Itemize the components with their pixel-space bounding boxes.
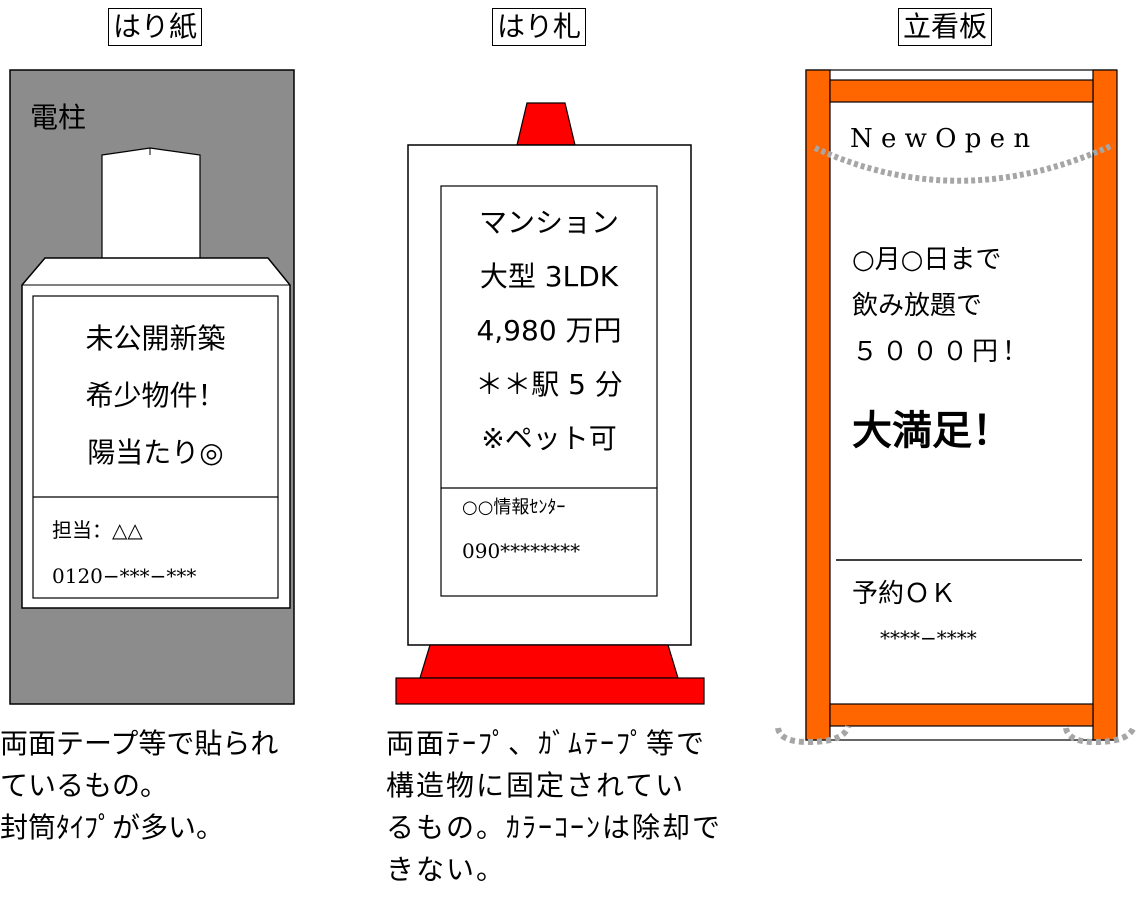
board-headline: N e w O p e n	[850, 124, 1031, 154]
harifuda-caption-line-1: 両面ﾃｰﾌﾟ、ｶﾞﾑﾃｰﾌﾟ等で	[386, 727, 707, 760]
board-line-2: 飲み放題で	[852, 291, 983, 321]
board-reserve-label: 予約ＯＫ	[852, 579, 957, 609]
board-main-text: ○月○日まで 飲み放題で ５０００円！	[852, 237, 1032, 375]
cone-top	[516, 102, 576, 146]
harigami-caption-line-1: 両面テープ等で貼られ	[0, 727, 279, 760]
harifuda-contact-phone: 090********	[462, 539, 581, 563]
harigami-caption-line-2: ているもの。	[0, 769, 169, 802]
harigami-contact-phone: 0120−***−***	[52, 564, 197, 588]
harigami-contact: 担当：△△ 0120−***−***	[52, 507, 196, 599]
board-line-1: ○月○日まで	[852, 245, 1002, 275]
envelope-label	[32, 295, 279, 599]
board-right-leg	[1092, 69, 1118, 741]
harigami-title: はり紙	[108, 8, 203, 46]
harigami-line-3: 陽当たり◎	[87, 436, 224, 469]
harifuda-line-1: マンション	[478, 206, 619, 239]
board-top-rail	[829, 79, 1094, 103]
board-line-3: ５０００円！	[852, 337, 1033, 367]
harifuda-line-2: 大型 3LDK	[479, 260, 619, 293]
sign-inner	[440, 185, 658, 597]
harifuda-caption-line-4: きない。	[386, 853, 507, 886]
harifuda-caption-line-3: るもの。ｶﾗｰｺｰﾝは除却で	[386, 811, 723, 844]
board-left-leg	[805, 69, 831, 741]
rope-left	[775, 725, 851, 746]
harifuda-caption-line-2: 構造物に固定されてい	[386, 769, 686, 802]
harifuda-line-3: 4,980 万円	[476, 314, 622, 347]
harifuda-main-text: マンション 大型 3LDK 4,980 万円 ＊＊駅 5 分 ※ペット可	[441, 196, 657, 466]
harifuda-contact: ○○情報ｾﾝﾀｰ 090********	[462, 494, 580, 566]
board-reserve-number: ****−****	[880, 626, 977, 650]
harifuda-caption: 両面ﾃｰﾌﾟ、ｶﾞﾑﾃｰﾌﾟ等で 構造物に固定されてい るもの。ｶﾗｰｺｰﾝは除…	[386, 723, 722, 891]
cone-foot	[395, 677, 705, 705]
harigami-line-2: 希少物件！	[85, 379, 226, 412]
envelope-insert	[101, 147, 201, 263]
board-bottom-rail	[829, 703, 1094, 727]
harifuda-title: はり札	[492, 8, 587, 46]
tatekanban-title: 立看板	[898, 8, 993, 46]
harigami-caption: 両面テープ等で貼られ ているもの。 封筒ﾀｲﾌﾟが多い。	[0, 723, 278, 849]
harifuda-line-5: ※ペット可	[481, 422, 617, 455]
harifuda-contact-name: ○○情報ｾﾝﾀｰ	[462, 497, 566, 518]
pole-label: 電柱	[30, 101, 87, 134]
cone-base	[419, 644, 679, 679]
harifuda-line-4: ＊＊駅 5 分	[475, 368, 623, 401]
board-big-text: 大満足！	[852, 407, 1012, 454]
harigami-main-text: 未公開新築 希少物件！ 陽当たり◎	[33, 310, 278, 481]
harigami-line-1: 未公開新築	[85, 322, 226, 355]
harigami-caption-line-3: 封筒ﾀｲﾌﾟが多い。	[0, 811, 225, 844]
harigami-contact-person: 担当：△△	[52, 518, 143, 542]
